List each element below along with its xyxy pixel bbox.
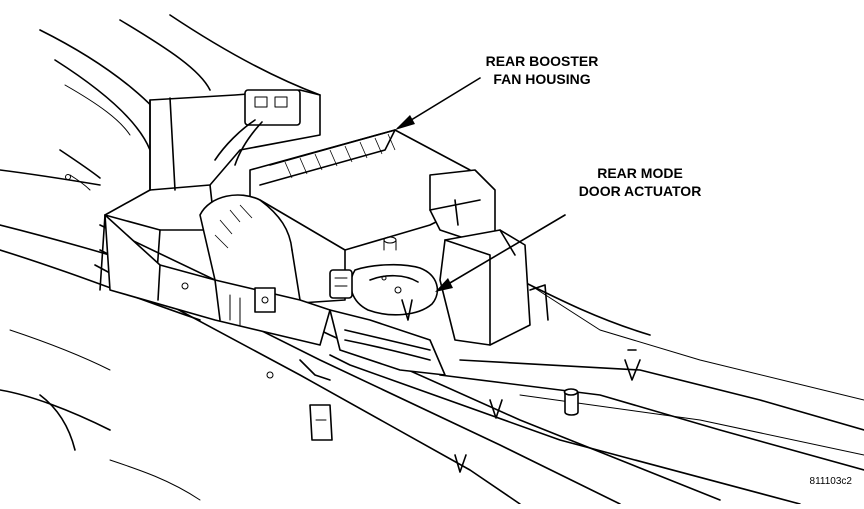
callout-line-2: FAN HOUSING [493,71,590,87]
callout-line-1: REAR MODE [597,165,683,181]
fan-housing-arrowhead [395,115,415,130]
callout-line-1: REAR BOOSTER [486,53,599,69]
rear-mode-door-actuator [329,263,439,321]
actuator-leader [437,214,566,291]
callout-line-2: DOOR ACTUATOR [579,183,702,199]
figure-code: 811103c2 [810,476,853,487]
callout-rear-mode-door-actuator: REAR MODE DOOR ACTUATOR [579,165,702,199]
callout-rear-booster-fan-housing: REAR BOOSTER FAN HOUSING [486,53,599,87]
right-bracket [439,229,549,346]
leader-arrows [395,77,566,292]
floor-panel-lines [0,14,321,501]
floor-studs [299,349,641,473]
actuator-arrowhead [435,278,453,292]
floor-tunnel-rail [94,224,864,505]
rear-heater-box [65,89,496,379]
